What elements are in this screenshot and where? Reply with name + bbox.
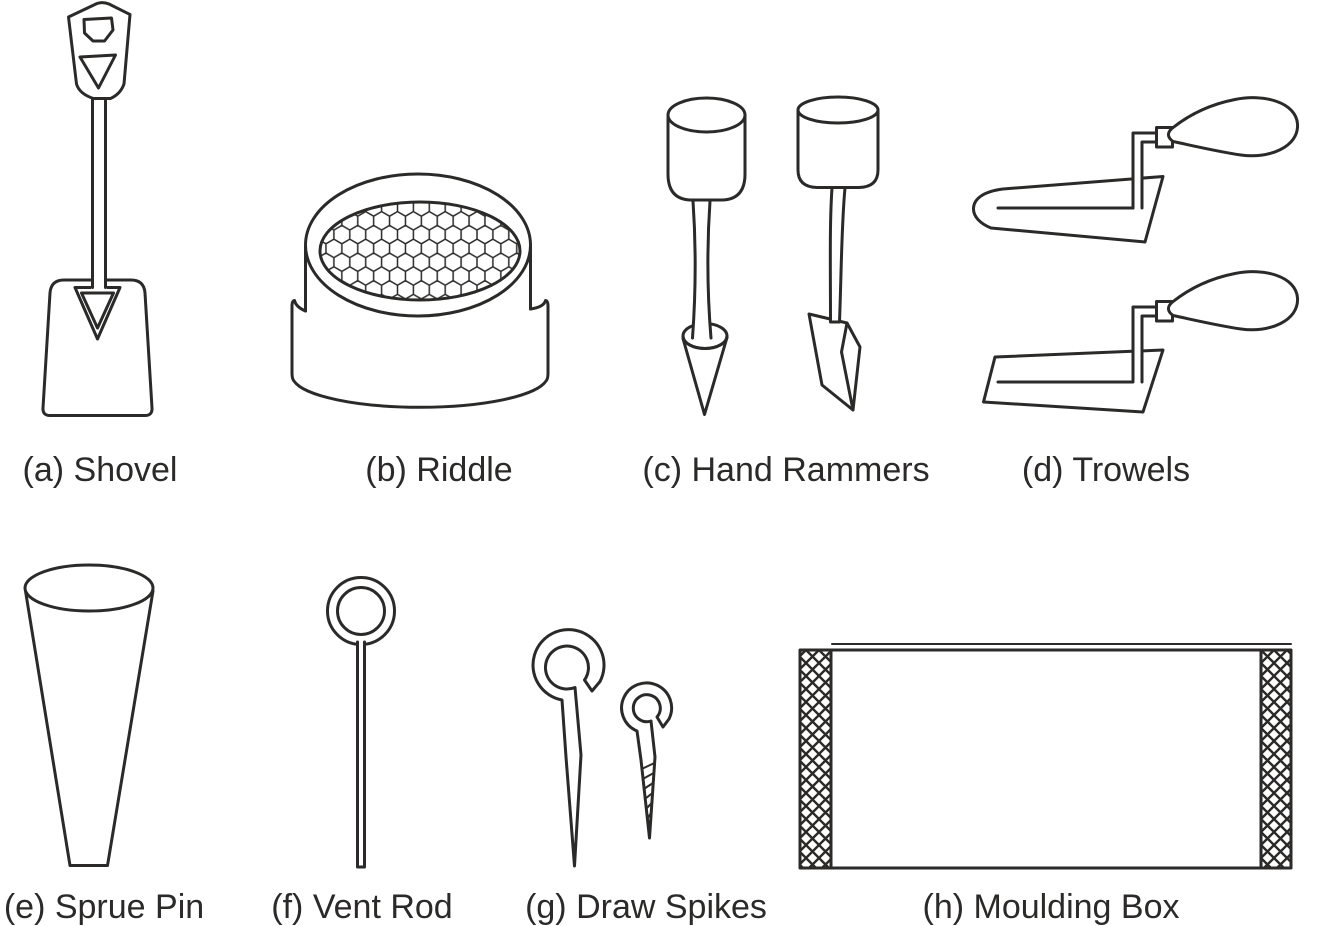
vent-rod-ring-inner (336, 586, 386, 636)
draw-spike-threads (640, 762, 656, 830)
label-moulding-box: (h) Moulding Box (922, 888, 1180, 926)
trowel2-shank (1131, 305, 1159, 384)
rammer2-wedge-edge (840, 321, 855, 412)
riddle-drawing (290, 172, 550, 409)
sprue-pin-body (24, 589, 155, 867)
vent-rod-drawing (326, 576, 396, 869)
vent-rod-rod (356, 640, 366, 869)
trowel1-shank-fill (1133, 133, 1157, 208)
rammer2-shaft (828, 186, 847, 324)
trowel2-handle (1166, 270, 1300, 332)
shovel-v-inner (80, 291, 115, 330)
trowel1-blade (972, 175, 1165, 244)
trowel2-shank-fill (1133, 307, 1157, 382)
riddle-wall (304, 245, 532, 313)
shovel-drawing (41, 1, 154, 417)
vent-rod-fill (357, 641, 365, 867)
riddle-mesh (318, 200, 522, 302)
draw-spike-large (531, 628, 606, 868)
shovel-shaft (91, 97, 107, 289)
sprue-pin-top (23, 563, 155, 613)
trowel2-blade (982, 348, 1165, 414)
rammer1-head-body (666, 113, 747, 202)
draw-spikes-drawing (531, 628, 674, 868)
riddle-base (290, 299, 550, 409)
shovel-grip (67, 1, 132, 100)
rammer2-head-body (796, 108, 880, 189)
rammer2-wedge (807, 312, 862, 412)
label-shovel: (a) Shovel (22, 451, 178, 489)
rammer1-shaft (691, 199, 713, 340)
shovel-blade (41, 278, 154, 417)
trowels-drawing (972, 96, 1300, 414)
shovel-grip-hole (82, 16, 115, 43)
label-riddle: (b) Riddle (365, 451, 513, 489)
moulding-box-left-hatch (800, 650, 831, 868)
draw-spike-small (620, 681, 674, 840)
moulding-box-hatch-borders (829, 648, 1263, 870)
label-vent-rod: (f) Vent Rod (271, 888, 453, 926)
label-hand-rammers: (c) Hand Rammers (642, 451, 930, 489)
label-trowels: (d) Trowels (1021, 451, 1191, 489)
shovel-grip-triangle (78, 53, 117, 90)
label-draw-spikes: (g) Draw Spikes (525, 888, 767, 926)
hand-rammers-drawing (666, 95, 880, 416)
rammer1-shaft-fill (692, 201, 711, 338)
moulding-box-drawing (798, 643, 1293, 870)
trowel1-handle (1166, 96, 1300, 158)
riddle-rim (304, 172, 532, 318)
shovel-shaft-fill (91, 99, 107, 290)
rammer1-head-top (666, 96, 747, 134)
rammer2-head-top (796, 95, 880, 125)
moulding-box-frame (798, 648, 1293, 870)
sprue-pin-drawing (23, 563, 155, 867)
label-sprue-pin: (e) Sprue Pin (3, 888, 205, 926)
moulding-box-right-hatch (1261, 650, 1291, 868)
rammer1-cone (681, 336, 729, 416)
trowel1-shank (1131, 131, 1159, 210)
